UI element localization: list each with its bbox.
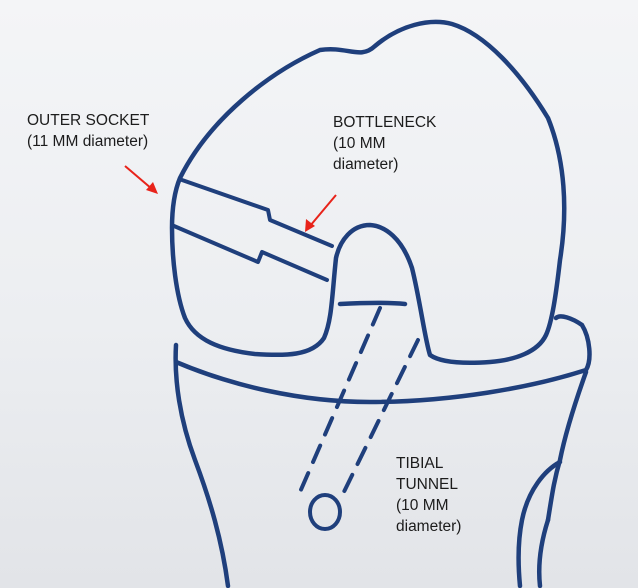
bottleneck-label: BOTTLENECK (10 MM diameter)	[333, 112, 436, 175]
tibia-left-edge	[176, 345, 228, 586]
tibial-tunnel-aperture	[310, 495, 340, 529]
tibial-plateau	[176, 316, 589, 402]
bottleneck-arrow	[310, 195, 336, 226]
outer-socket-label-line2: (11 MM diameter)	[27, 131, 149, 152]
tibial-tunnel-label-line4: diameter)	[396, 516, 461, 537]
outer-socket-arrow	[125, 166, 152, 189]
femur-outline	[172, 22, 564, 363]
bottleneck-label-line2: (10 MM	[333, 133, 436, 154]
tibial-tunnel-label: TIBIAL TUNNEL (10 MM diameter)	[396, 453, 461, 537]
socket-upper-line	[182, 180, 332, 246]
tibial-tunnel-label-line3: (10 MM	[396, 495, 461, 516]
fibula-inner-line	[539, 520, 548, 586]
plateau-top-line	[340, 303, 405, 304]
outer-socket-label-line1: OUTER SOCKET	[27, 110, 149, 131]
tibial-tunnel-label-line1: TIBIAL	[396, 453, 461, 474]
outer-socket-label: OUTER SOCKET (11 MM diameter)	[27, 110, 149, 152]
tibia-right-edge	[548, 372, 586, 520]
outer-socket-arrowhead	[146, 182, 158, 194]
bottleneck-label-line3: diameter)	[333, 154, 436, 175]
tibial-tunnel-label-line2: TUNNEL	[396, 474, 461, 495]
bottleneck-label-line1: BOTTLENECK	[333, 112, 436, 133]
